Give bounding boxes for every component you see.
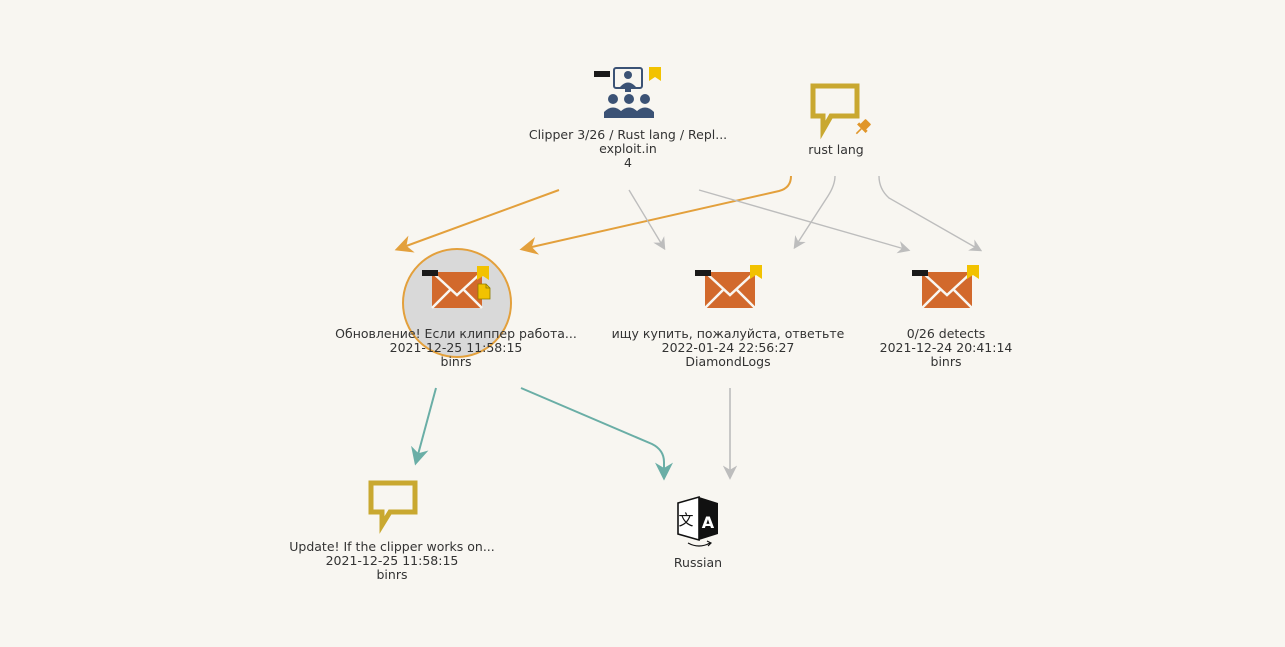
edge-forum-msg1[interactable] — [394, 189, 560, 253]
envelope-icon — [921, 271, 973, 309]
tag-marker — [912, 270, 928, 276]
node-title: Clipper 3/26 / Rust lang / Repl... — [528, 127, 728, 142]
bookmark-icon — [750, 265, 762, 279]
node-count: 4 — [624, 155, 632, 170]
envelope-icon — [704, 271, 756, 309]
node-subtitle: exploit.in — [599, 141, 657, 156]
edge-keyword-msg3[interactable] — [878, 175, 983, 252]
attachment-icon — [477, 283, 491, 300]
bookmark-icon — [649, 67, 661, 81]
edge-msg1-language[interactable] — [520, 387, 673, 481]
node-keyword[interactable] — [810, 83, 873, 140]
node-timestamp: 2021-12-25 11:58:15 — [389, 340, 523, 355]
edge-msg1-translation[interactable] — [411, 387, 437, 466]
tag-marker — [594, 71, 610, 77]
speech-bubble-icon — [368, 480, 418, 534]
node-label-language: Russian — [674, 556, 722, 570]
node-translation[interactable] — [368, 480, 418, 534]
node-author: binrs — [376, 567, 408, 582]
forum-users-icon — [604, 67, 654, 118]
language-translate-icon: 文 A — [677, 495, 718, 547]
node-title: rust lang — [808, 142, 864, 157]
node-title: Обновление! Если клиппер работа... — [335, 326, 577, 341]
edge-forum-msg2[interactable] — [628, 189, 666, 251]
node-author: binrs — [440, 354, 472, 369]
node-title: Russian — [673, 555, 723, 570]
bookmark-icon — [967, 265, 979, 279]
node-author: DiamondLogs — [685, 354, 771, 369]
node-label-msg3: 0/26 detects 2021-12-24 20:41:14 binrs — [880, 327, 1013, 369]
node-label-msg2: ищу купить, пожалуйста, ответьте 2022-01… — [612, 327, 845, 369]
envelope-icon — [431, 271, 483, 309]
edges — [394, 175, 983, 481]
edge-keyword-msg1[interactable] — [519, 175, 792, 255]
node-label-forum: Clipper 3/26 / Rust lang / Repl... explo… — [529, 128, 727, 170]
tag-marker — [422, 270, 438, 276]
node-title: Update! If the clipper works on... — [289, 539, 495, 554]
node-timestamp: 2021-12-24 20:41:14 — [879, 340, 1013, 355]
edge-keyword-msg2[interactable] — [793, 175, 836, 250]
edge-forum-msg3[interactable] — [698, 189, 911, 254]
node-label-translation: Update! If the clipper works on... 2021-… — [289, 540, 495, 582]
node-title: ищу купить, пожалуйста, ответьте — [611, 326, 845, 341]
node-msg2[interactable] — [695, 265, 762, 309]
speech-bubble-icon — [810, 83, 860, 140]
node-label-msg1: Обновление! Если клиппер работа... 2021-… — [335, 327, 577, 369]
node-title: 0/26 detects — [906, 326, 986, 341]
bookmark-icon — [477, 266, 489, 280]
svg-text:文: 文 — [678, 511, 693, 529]
node-timestamp: 2022-01-24 22:56:27 — [661, 340, 795, 355]
node-msg3[interactable] — [912, 265, 979, 309]
node-forum[interactable] — [594, 67, 661, 118]
node-label-keyword: rust lang — [808, 143, 863, 157]
svg-text:A: A — [702, 513, 715, 532]
node-timestamp: 2021-12-25 11:58:15 — [325, 553, 459, 568]
node-author: binrs — [930, 354, 962, 369]
tag-marker — [695, 270, 711, 276]
node-msg1[interactable] — [402, 248, 512, 358]
pin-icon — [855, 119, 871, 135]
node-language[interactable]: 文 A — [677, 495, 718, 547]
